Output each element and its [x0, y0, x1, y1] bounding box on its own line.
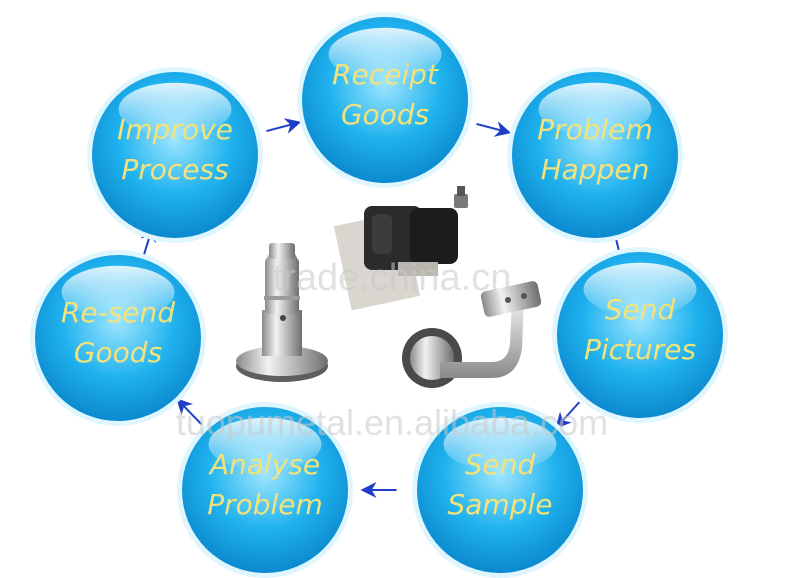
node-label: Problem [207, 488, 323, 521]
node-label: Goods [341, 98, 429, 131]
node-gloss [328, 27, 442, 81]
node-gloss [208, 417, 322, 471]
handrail-bracket-icon [402, 281, 542, 388]
node-label: Goods [74, 336, 162, 369]
node-gloss [61, 265, 175, 319]
node-label: Pictures [584, 333, 696, 366]
arrow-send-pictures [555, 401, 581, 429]
node-gloss [443, 417, 557, 471]
glass-clamp-icon [333, 186, 468, 311]
node-label: Sample [448, 488, 553, 521]
arrow-analyse-problem [176, 398, 202, 425]
node-label: Improve [117, 113, 233, 146]
watermark-center: trade.china.cn [273, 257, 512, 299]
node-gloss [118, 82, 232, 136]
node-label: Happen [541, 153, 650, 186]
watermark-bottom: tuopumetal.en.alibaba.com [176, 402, 608, 443]
node-label: Analyse [208, 448, 320, 481]
node-label: Receipt [332, 58, 439, 91]
node-label: Send [465, 448, 536, 481]
node-label: Re-send [61, 296, 175, 329]
spigot-icon [236, 243, 328, 382]
node-label: Send [605, 293, 676, 326]
arrow-improve-process [266, 118, 302, 134]
node-label: Problem [537, 113, 653, 146]
node-gloss [583, 262, 697, 316]
node-label: Process [121, 153, 228, 186]
node-gloss [538, 82, 652, 136]
arrow-receipt-goods [476, 121, 512, 137]
